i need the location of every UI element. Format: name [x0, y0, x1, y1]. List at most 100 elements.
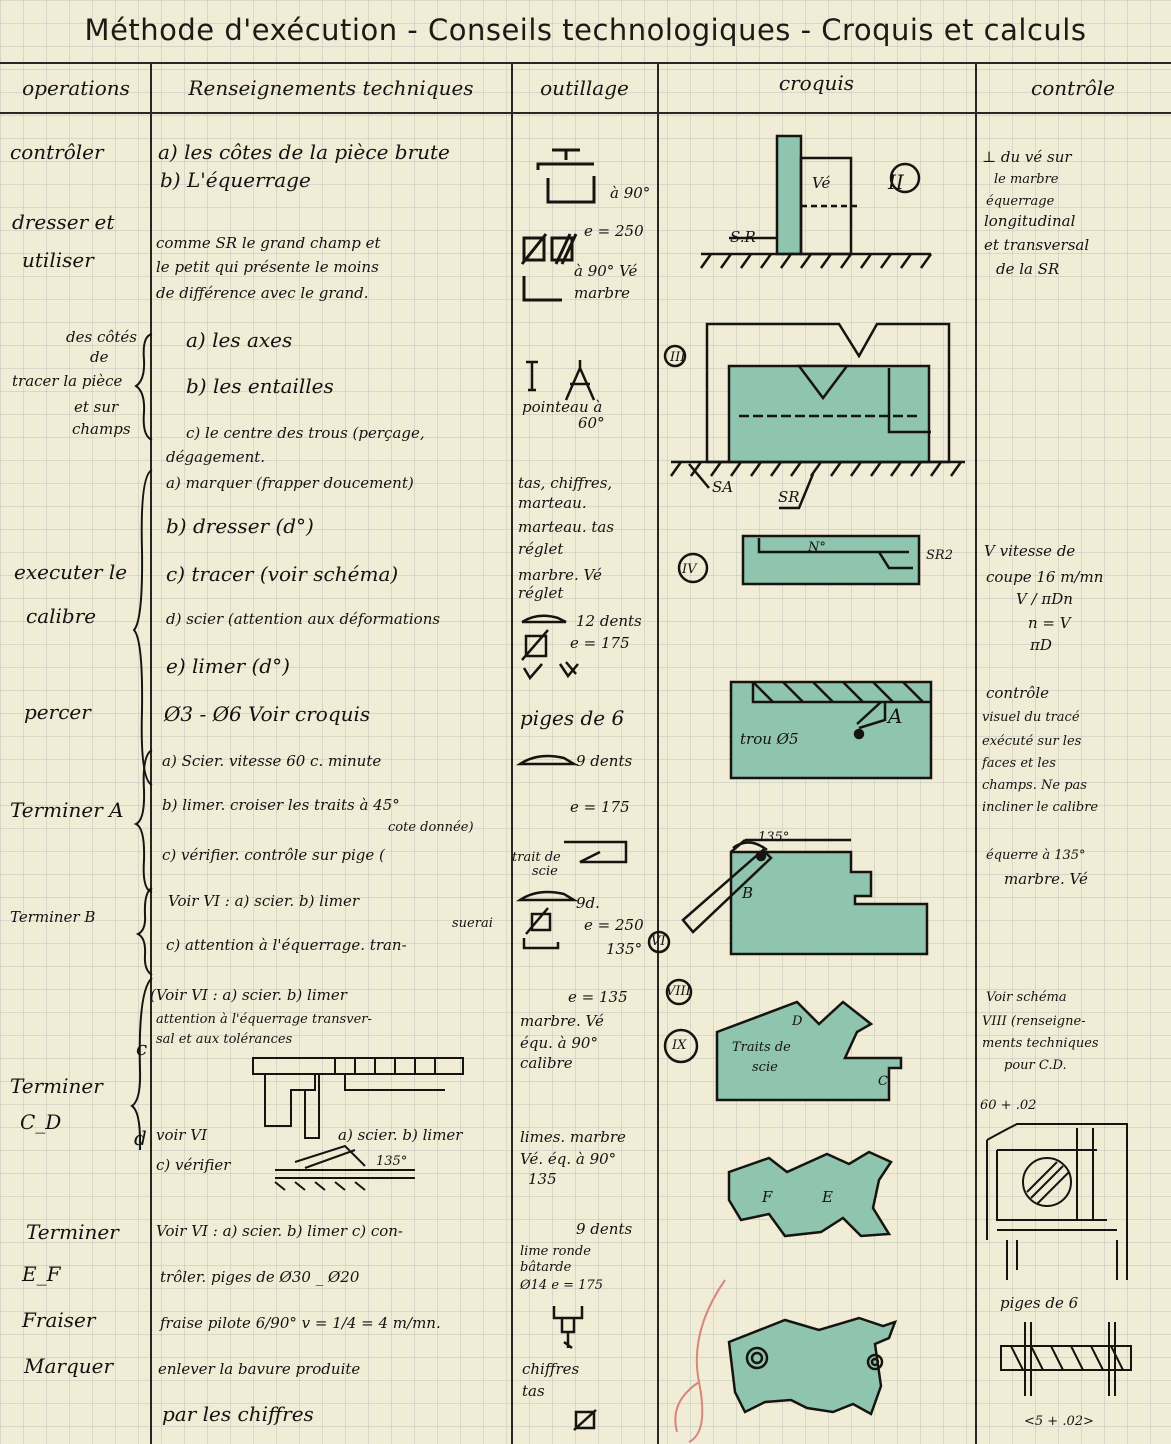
ren-6b: b) limer. croiser les traits à 45° — [162, 796, 400, 814]
ctl-3a: contrôle — [986, 684, 1049, 702]
ctl-5c: ments techniques — [982, 1036, 1099, 1051]
op-dresser-1: dresser et — [12, 210, 115, 234]
op-executer-2: calibre — [26, 604, 97, 628]
croquis-ve: Vé — [812, 174, 831, 192]
ren-2c: de différence avec le grand. — [156, 284, 369, 302]
croquis-no: N° — [808, 540, 826, 555]
op-tracer-1: des côtés — [66, 328, 137, 346]
croquis-e: E — [822, 1188, 833, 1206]
ren-3a: a) les axes — [186, 328, 293, 352]
out-2c: marbre — [574, 284, 630, 302]
ren-6b2: cote donnée) — [388, 820, 474, 835]
out-7b: e = 250 — [584, 916, 644, 934]
croquis-iv: IV — [682, 562, 697, 577]
ctl-1a: ⊥ du vé sur — [982, 148, 1072, 166]
ctl-5d: pour C.D. — [1004, 1058, 1067, 1073]
op-percer: percer — [24, 700, 91, 724]
out-2a: e = 250 — [584, 222, 644, 240]
out-4f: réglet — [518, 584, 564, 602]
ren-11b: par les chiffres — [162, 1402, 314, 1426]
scriber-compass-icon — [526, 360, 596, 401]
op-terminer-cd-1: Terminer — [10, 1074, 103, 1098]
ren-9a: Voir VI : a) scier. b) limer c) con- — [156, 1222, 404, 1240]
ren-11a: enlever la bavure produite — [158, 1360, 361, 1378]
ren-3c: c) le centre des trous (perçage, — [186, 424, 425, 442]
ctl-5e: 60 + .02 — [980, 1098, 1037, 1113]
square-tool-icon — [536, 148, 596, 204]
croquis-iii: III — [670, 350, 686, 365]
ren-8c-1: (Voir VI : a) scier. b) limer — [150, 986, 347, 1004]
croquis-b: B — [742, 884, 754, 902]
file-tool-icon — [520, 233, 578, 302]
op-tracer-4: et sur — [74, 398, 119, 416]
ren-7c: c) attention à l'équerrage. tran- — [166, 936, 407, 954]
out-7a: 9d. — [576, 894, 600, 912]
out-6c: trait de — [512, 850, 561, 865]
file-saw-icon — [515, 890, 579, 950]
ctl-1d: longitudinal — [984, 212, 1076, 230]
header-croquis: croquis — [778, 71, 855, 95]
ctl-2e: πD — [1030, 636, 1052, 654]
op-marquer: Marquer — [24, 1354, 114, 1378]
column-divider — [657, 62, 659, 1444]
ctl-3b: visuel du tracé — [982, 710, 1080, 725]
ctl-3e: champs. Ne pas — [982, 778, 1087, 793]
ctl-3f: incliner le calibre — [982, 800, 1099, 815]
ctl-2b: coupe 16 m/mn — [986, 568, 1104, 586]
ren-4a: a) marquer (frapper doucement) — [166, 474, 414, 492]
ren-5: Ø3 - Ø6 Voir croquis — [164, 702, 371, 726]
out-4e: marbre. Vé — [518, 566, 602, 584]
op-terminer-b: Terminer B — [10, 908, 96, 926]
ctl-1e: et transversal — [984, 236, 1090, 254]
croquis-sa: SA — [712, 478, 734, 496]
saw-icon — [515, 754, 579, 766]
ctl-3c: exécuté sur les — [982, 734, 1082, 749]
ren-8d-label: d — [134, 1126, 147, 1150]
ren-8c-2: attention à l'équerrage transver- — [156, 1012, 372, 1027]
out-4a: tas, chiffres, — [518, 474, 613, 492]
ren-3d: dégagement. — [166, 448, 266, 466]
ren-8d-angle: 135° — [376, 1154, 408, 1169]
out-9d: Ø14 e = 175 — [520, 1278, 603, 1293]
out-8f: Vé. éq. à 90° — [520, 1150, 617, 1168]
out-6a: 9 dents — [576, 752, 633, 770]
out-4b: marteau. — [518, 494, 587, 512]
croquis-trou: trou Ø5 — [740, 730, 799, 748]
ren-8d-3: c) vérifier — [156, 1156, 231, 1174]
controle-sketches — [986, 1123, 1132, 1396]
header-renseignements: Renseignements techniques — [188, 76, 474, 100]
caliper-sketch — [252, 1057, 464, 1191]
out-11b: tas — [522, 1382, 545, 1400]
out-11a: chiffres — [522, 1360, 580, 1378]
op-tracer-2: de — [90, 348, 109, 366]
ctl-1f: de la SR — [996, 260, 1060, 278]
croquis-d: D — [792, 1014, 803, 1029]
croquis-angle: 135° — [758, 830, 790, 845]
page-title: Méthode d'exécution - Conseils technolog… — [84, 13, 1087, 47]
croquis-ix: IX — [672, 1038, 687, 1053]
ctl-7: <5 + .02> — [1024, 1414, 1094, 1429]
ctl-4a: équerre à 135° — [986, 848, 1086, 863]
op-terminer-ef-1: Terminer — [26, 1220, 119, 1244]
saw-file-icon — [521, 614, 579, 681]
ren-4e: e) limer (d°) — [166, 654, 290, 678]
croquis-scie: scie — [752, 1060, 778, 1075]
op-tracer-5: champs — [72, 420, 131, 438]
header-outillage: outillage — [540, 76, 629, 100]
croquis-ii: II — [888, 170, 904, 194]
ren-6a: a) Scier. vitesse 60 c. minute — [162, 752, 382, 770]
ctl-5a: Voir schéma — [986, 990, 1067, 1005]
out-9a: 9 dents — [576, 1220, 633, 1238]
out-7c: 135° — [606, 940, 643, 958]
ren-4c: c) tracer (voir schéma) — [166, 562, 399, 586]
out-8c: équ. à 90° — [520, 1034, 598, 1052]
out-1: à 90° — [610, 184, 651, 202]
ren-1b: b) L'équerrage — [160, 168, 311, 192]
out-2b: à 90° Vé — [574, 262, 638, 280]
op-tracer-3: tracer la pièce — [12, 372, 123, 390]
ctl-2d: n = V — [1028, 614, 1071, 632]
croquis-c: C — [878, 1074, 888, 1089]
brace-lines — [130, 333, 153, 1151]
op-dresser-2: utiliser — [22, 248, 94, 272]
ctl-6: piges de 6 — [1000, 1294, 1079, 1312]
